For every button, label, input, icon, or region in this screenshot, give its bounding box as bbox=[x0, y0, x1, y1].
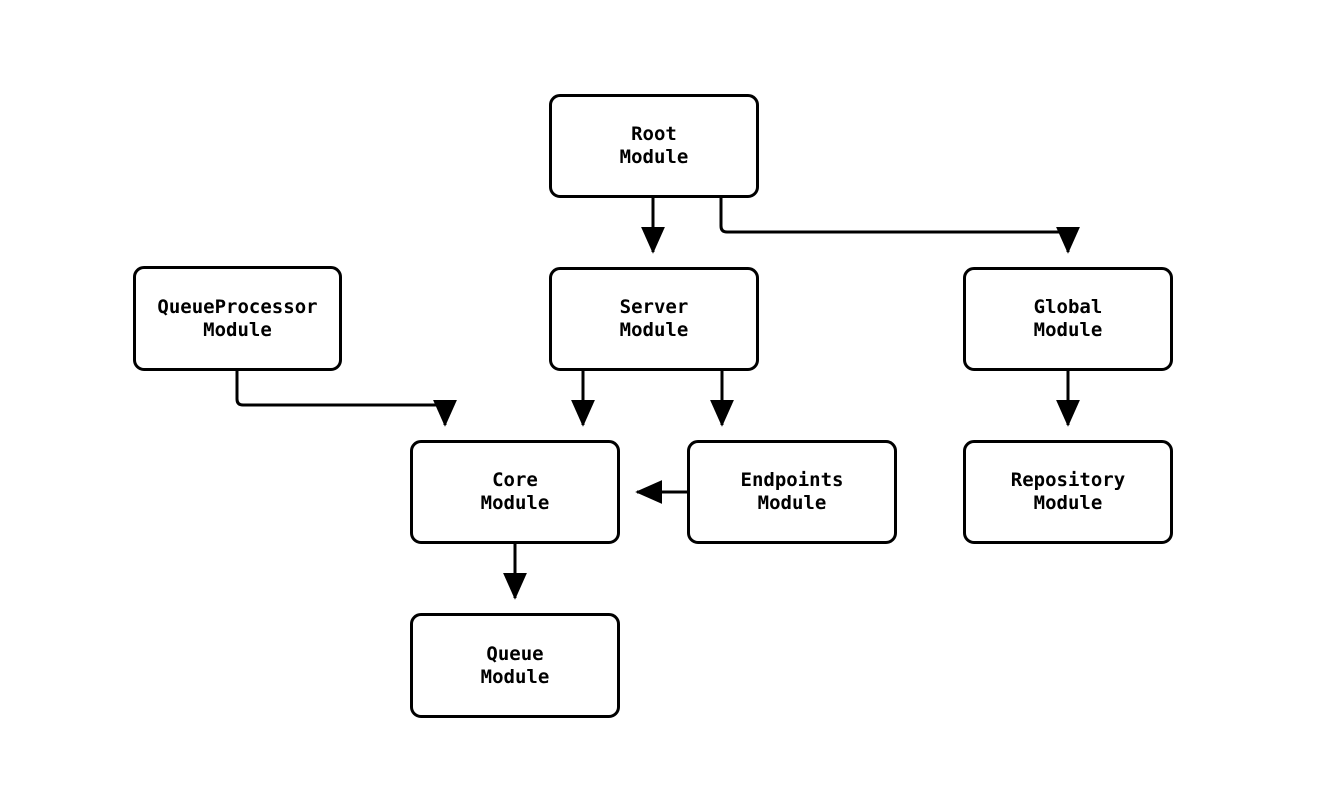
node-server-module-line1: Server bbox=[619, 296, 689, 318]
node-queue-module[interactable]: Queue Module bbox=[410, 613, 620, 718]
node-repository-module[interactable]: Repository Module bbox=[963, 440, 1173, 544]
edge-root-to-global bbox=[719, 198, 1080, 254]
edge-queueprocessor-to-core bbox=[235, 371, 457, 427]
node-server-module-line2: Module bbox=[619, 319, 689, 341]
node-endpoints-module-line1: Endpoints bbox=[740, 469, 844, 491]
node-root-module-line1: Root bbox=[631, 123, 677, 145]
node-global-module-line1: Global bbox=[1033, 296, 1103, 318]
node-global-module[interactable]: Global Module bbox=[963, 267, 1173, 371]
node-queueprocessor-module-line2: Module bbox=[203, 318, 272, 341]
node-repository-module-line2: Module bbox=[1033, 492, 1103, 514]
node-server-module[interactable]: Server Module bbox=[549, 267, 759, 371]
node-endpoints-module-line2: Module bbox=[757, 492, 827, 514]
node-repository-module-line1: Repository bbox=[1010, 469, 1126, 491]
node-queueprocessor-module[interactable]: QueueProcessor Module bbox=[133, 266, 342, 371]
node-queue-module-line1: Queue bbox=[486, 642, 544, 665]
node-core-module-line2: Module bbox=[480, 492, 550, 514]
node-queueprocessor-module-line1: QueueProcessor bbox=[157, 295, 318, 318]
node-queue-module-line2: Module bbox=[480, 665, 550, 688]
node-root-module-line2: Module bbox=[619, 146, 689, 168]
node-global-module-line2: Module bbox=[1033, 319, 1103, 341]
node-endpoints-module[interactable]: Endpoints Module bbox=[687, 440, 897, 544]
node-core-module[interactable]: Core Module bbox=[410, 440, 620, 544]
node-root-module[interactable]: Root Module bbox=[549, 94, 759, 198]
node-core-module-line1: Core bbox=[492, 469, 538, 491]
